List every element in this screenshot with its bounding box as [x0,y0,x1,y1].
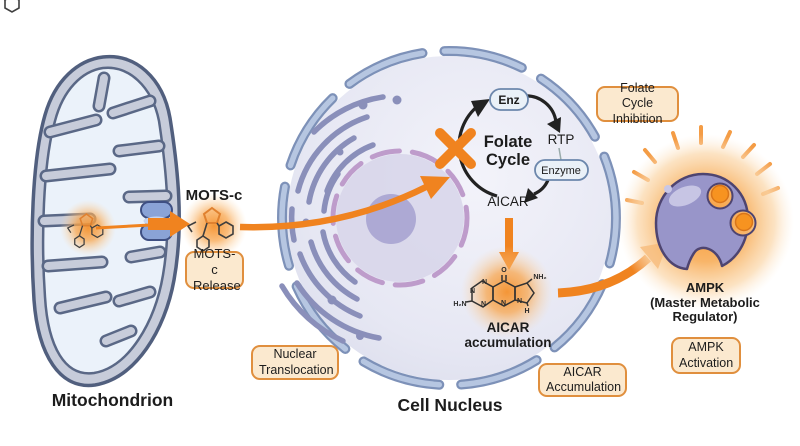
mitochondrion-cristae [37,71,173,348]
folate-cycle-arrowheads [471,99,561,203]
aicar-glow [461,246,553,338]
aicar-accumulation-label: AICAR accumulation [464,320,552,351]
callout-aicar-accumulation: AICAR Accumulation [538,363,627,397]
callout-mots-c-release: MOTS-c Release [185,246,244,293]
rtp-label: RTP [547,132,575,147]
svg-text:Enz: Enz [498,93,519,107]
svg-text:N: N [517,298,522,305]
mitochondrion-illustration [30,54,181,388]
mots-c-glow-inner [60,200,116,256]
aicar-label: AICAR [487,194,529,209]
svg-text:O: O [501,267,507,274]
svg-text:N: N [501,300,506,307]
cell-nucleus-label: Cell Nucleus [397,395,503,415]
callout-ampk-activation: AMPK Activation [671,337,741,374]
ampk-site-2 [734,212,754,232]
mitochondrion-label: Mitochondrion [51,390,174,410]
enz-oval: Enz [489,88,529,111]
nuclear-translocation-arrow [239,176,450,231]
enzyme-oval: Enzyme [534,159,589,181]
ampk-label: AMPK (Master Metabolic Regulator) [650,280,760,325]
svg-text:NH₂: NH₂ [533,274,546,281]
folate-cycle-x-icon [435,128,476,169]
svg-text:N: N [470,288,475,295]
ampk-site-1 [710,184,730,204]
svg-text:N: N [482,279,487,286]
ampk-illustration [618,125,794,310]
aicar-molecule: O NH₂ H₂N N N N N N H [453,267,546,315]
callout-nuclear-translocation: Nuclear Translocation [251,345,339,380]
nuclear-er-dots [302,95,402,340]
svg-text:H₂N: H₂N [453,301,466,308]
svg-text:Enzyme: Enzyme [541,165,581,177]
svg-text:H: H [524,308,529,315]
mots-c-release-arrow [95,211,190,237]
callout-folate-cycle-inhibition: Folate Cycle Inhibition [596,81,679,126]
mots-c-label: MOTS-c [185,187,243,204]
folate-cycle-label: Folate Cycle [483,133,533,170]
nuclear-er-structures [279,94,386,344]
svg-text:N: N [481,301,486,308]
